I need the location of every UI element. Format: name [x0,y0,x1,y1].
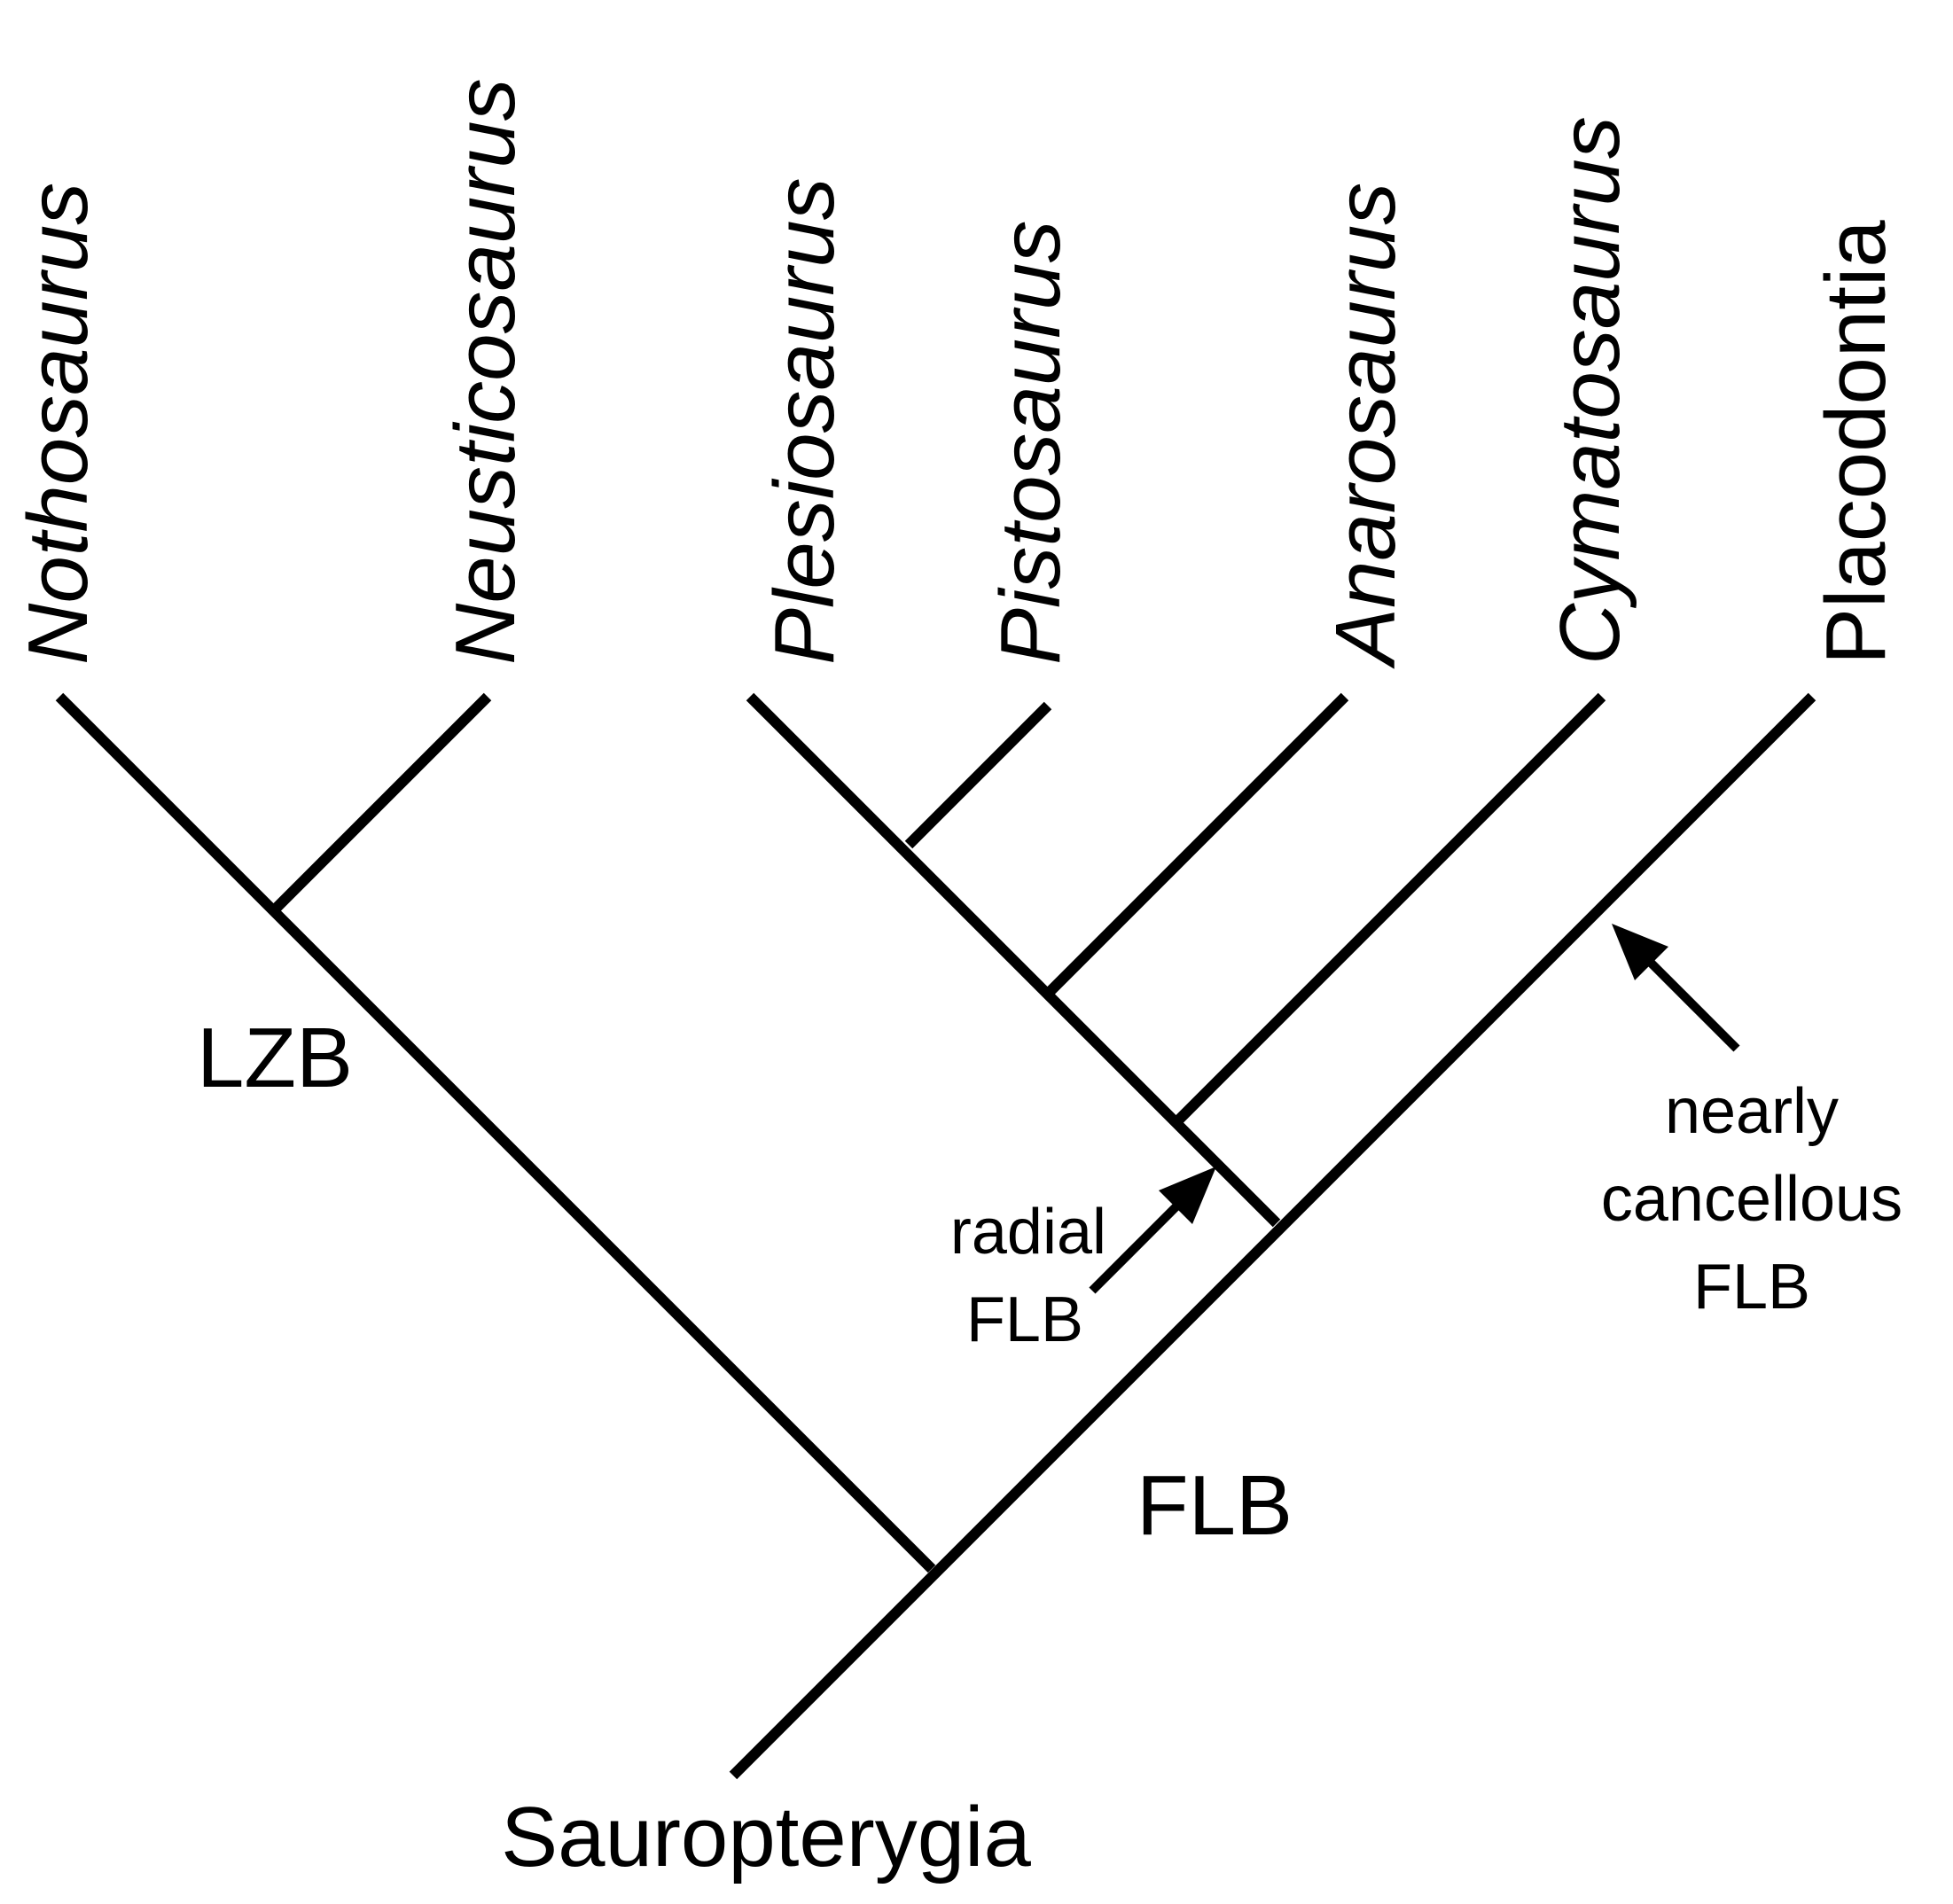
taxon-nothosaurus: Nothosaurus [11,183,105,665]
branch-cymatosaurus [1175,692,1606,1124]
nearly-cancellous-flb-arrow [1612,924,1740,1052]
annotation-radial-line-1: radial [950,1197,1106,1268]
branch-nothosaurus-to-main-node [55,692,936,1573]
branch-pistosaurus [904,701,1052,849]
taxon-plesiosaurus: Plesiosaurus [757,177,852,665]
annotation-cancellous-line-1: nearly [1665,1076,1839,1147]
label-lzb: LZB [197,1011,353,1105]
taxon-neusticosaurus: Neusticosaurus [438,78,533,665]
branch-neusticosaurus [270,692,492,915]
taxon-anarosaurus: Anarosaurus [1318,183,1413,669]
label-sauropterygia: Sauropterygia [501,1790,1031,1884]
radial-flb-arrow [1089,1167,1216,1294]
taxon-cymatosaurus: Cymatosaurus [1543,116,1637,665]
branch-plesiosaurus-to-eosauropterygia-node [746,692,1281,1228]
label-flb: FLB [1137,1458,1293,1553]
branch-anarosaurus [1045,692,1349,996]
taxon-pistosaurus: Pistosaurus [983,220,1078,665]
branch-root-to-placodontia [729,692,1816,1780]
annotation-cancellous-line-3: FLB [1693,1252,1810,1323]
annotation-cancellous-line-2: cancellous [1601,1164,1902,1235]
annotation-radial-line-2: FLB [966,1284,1083,1355]
taxon-placodontia: Placodontia [1808,220,1903,665]
